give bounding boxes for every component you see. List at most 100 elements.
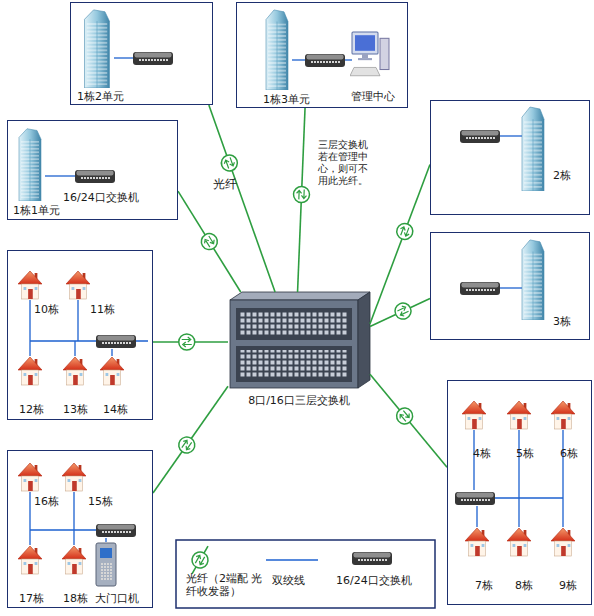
node-label: 9栋 [559, 579, 577, 592]
fiber-transceiver [392, 300, 413, 321]
fiber-link [153, 386, 228, 493]
fiber-transceiver [176, 434, 198, 456]
fiber-line [178, 191, 241, 292]
edge-note: 三层交换机 若在管理中 心，则可不 用此光纤。 [318, 139, 380, 187]
house-icon [18, 546, 42, 574]
node-label: 8口/16口三层交换机 [228, 394, 370, 407]
computer-icon [350, 32, 389, 76]
house-icon [62, 463, 86, 491]
legend-entry: 光纤（2端配 光纤收发器） [186, 572, 264, 598]
twisted-pair [474, 430, 563, 527]
switch-icon [96, 524, 136, 537]
switch-icon [460, 130, 500, 143]
fiber-link [370, 299, 430, 327]
node-label: 16/24口交换机 [63, 191, 139, 204]
building-icon [266, 10, 288, 90]
node-label: 管理中心 [351, 90, 395, 103]
fiber-transceiver [198, 231, 220, 253]
edge-note: 光纤 [213, 178, 237, 190]
node-label: 大门口机 [95, 592, 139, 605]
house-group: 16栋 15栋 17栋 18栋大门口机 [7, 450, 153, 608]
fiber-transceiver [393, 405, 416, 428]
fiber-transceiver [293, 186, 310, 203]
node-label: 3栋 [553, 315, 571, 328]
twisted-pair [500, 287, 522, 288]
switch-icon [96, 335, 136, 348]
fiber-line [370, 299, 430, 327]
house-group: 10栋11栋12栋13栋14栋 [7, 250, 153, 420]
twisted-pair [114, 57, 135, 58]
house-icon [551, 401, 575, 429]
building-icon [19, 129, 41, 201]
fiber-link [209, 105, 275, 292]
house-group: 4栋 5栋 6栋 7栋 8栋 9栋 [447, 380, 592, 605]
building-group: 2栋 [430, 100, 590, 215]
node-label: 8栋 [515, 579, 533, 592]
node-label: 6栋 [560, 447, 578, 460]
fiber-transceiver [219, 153, 239, 173]
node-label: 18栋 [63, 592, 88, 605]
house-icon [551, 528, 575, 556]
house-icon [507, 528, 531, 556]
twisted-pair [30, 300, 148, 356]
building-icon [522, 240, 544, 320]
fiber-transceiver [179, 334, 195, 350]
core-switch-icon [230, 292, 370, 388]
fiber-link [178, 191, 241, 292]
switch-icon [305, 54, 345, 67]
node-label: 2栋 [553, 169, 571, 182]
building-group: 1栋3单元 管理中心 [236, 2, 408, 108]
node-label: 14栋 [103, 403, 128, 416]
fiber-line [370, 165, 430, 324]
legend-box [176, 540, 435, 608]
door-phone-icon [96, 543, 116, 586]
twisted-pair [500, 135, 522, 136]
fiber-link [293, 108, 310, 292]
twisted-pair [345, 59, 352, 60]
switch-icon [460, 282, 500, 295]
house-icon [66, 271, 90, 299]
node-label: 17栋 [19, 592, 44, 605]
legend-label: 16/24口交换机 [336, 574, 412, 587]
switch-icon [75, 170, 115, 183]
fiber-line [209, 105, 275, 292]
node-label: 5栋 [516, 447, 534, 460]
building-icon [85, 10, 110, 88]
fiber-line [370, 374, 447, 467]
node-label: 4栋 [473, 447, 491, 460]
node-label: 13栋 [63, 403, 88, 416]
node-label: 1栋3单元 [263, 93, 310, 106]
fiber-line [153, 386, 228, 493]
building-group: 1栋1单元16/24口交换机 [7, 120, 178, 220]
core-switch: 8口/16口三层交换机 [228, 292, 370, 388]
node-label: 10栋 [34, 303, 59, 316]
node-label: 7栋 [475, 579, 493, 592]
house-icon [100, 357, 124, 385]
twisted-pair-sample [266, 559, 318, 560]
legend-entry: 双绞线 [272, 574, 305, 587]
fiber-transceiver [394, 221, 415, 242]
house-icon [462, 401, 486, 429]
building-group: 3栋 [430, 232, 590, 340]
node-label: 16栋 [34, 495, 59, 508]
switch-icon [133, 52, 173, 65]
house-icon [507, 401, 531, 429]
node-label: 15栋 [88, 495, 113, 508]
fiber-link [370, 165, 430, 324]
house-icon [465, 528, 489, 556]
switch-sample [352, 552, 392, 565]
twisted-pair [45, 175, 75, 176]
house-icon [18, 357, 42, 385]
twisted-pair [292, 59, 305, 60]
house-icon [62, 546, 86, 574]
node-label: 1栋1单元 [13, 204, 60, 217]
building-group: 1栋2单元 [70, 2, 213, 105]
legend-entry: 16/24口交换机 [336, 574, 412, 587]
switch-icon [455, 492, 495, 505]
legend-label: 双绞线 [272, 574, 305, 587]
house-icon [18, 463, 42, 491]
legend-label: 光纤（2端配 光纤收发器） [186, 572, 263, 598]
building-icon [522, 107, 544, 191]
fiber-link [153, 334, 228, 350]
node-label: 1栋2单元 [77, 90, 124, 103]
